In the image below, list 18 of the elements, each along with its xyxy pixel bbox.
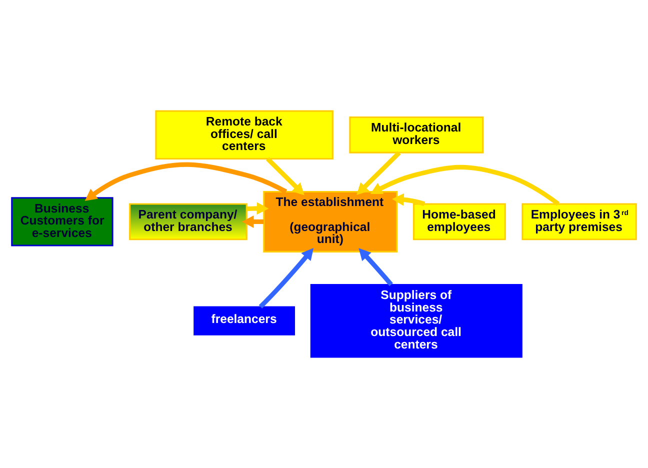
node-box: freelancers	[194, 306, 295, 336]
arrow	[84, 162, 288, 201]
node-box: Suppliers of business services/ outsourced call centers	[310, 284, 522, 358]
arrow	[370, 164, 560, 206]
arrow	[258, 248, 314, 308]
arrow	[356, 151, 401, 195]
node-box: Employees in 3$^{rd}$ party premises	[522, 203, 637, 240]
arrow	[392, 193, 426, 206]
node-box: Remote back offices/ call centers	[155, 110, 334, 160]
node-box: Business Customers for e-services	[11, 197, 114, 246]
arrow	[266, 157, 304, 196]
node-box: Multi-locational workers	[349, 116, 484, 154]
node-box: Home-based employees	[412, 203, 506, 240]
node-box: Parent company/ other branches	[129, 203, 248, 240]
arrow	[246, 202, 269, 215]
arrow	[242, 215, 264, 228]
arrow	[358, 248, 393, 286]
node-box: The establishment (geographical unit)	[263, 190, 398, 252]
